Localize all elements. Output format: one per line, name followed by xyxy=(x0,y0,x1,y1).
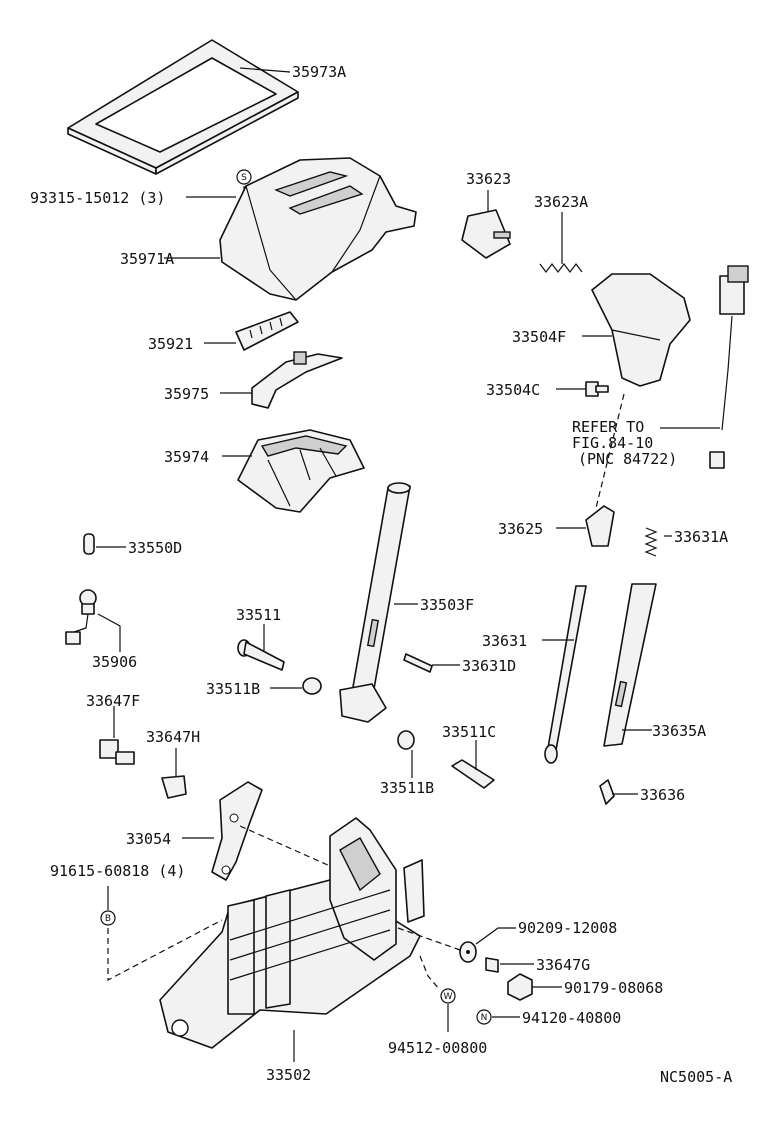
indicator-inner-housing xyxy=(237,429,365,513)
diagram-code: NC5005-A xyxy=(660,1068,732,1086)
shift-lever xyxy=(339,482,411,723)
indicator-panel-frame xyxy=(67,39,299,175)
label-33625: 33625 xyxy=(498,520,543,538)
label-93315: 93315-15012 (3) xyxy=(30,189,165,207)
indicator-plate xyxy=(235,311,299,351)
pin-part xyxy=(83,533,95,555)
note-refer-line2: FIG.84-10 xyxy=(572,434,653,452)
label-94120: 94120-40800 xyxy=(522,1009,621,1027)
rod-guide xyxy=(603,583,657,747)
svg-text:S: S xyxy=(241,173,247,183)
label-33647H: 33647H xyxy=(146,728,200,746)
label-90179: 90179-08068 xyxy=(564,979,663,997)
label-33623: 33623 xyxy=(466,170,511,188)
position-indicator-housing xyxy=(219,157,417,301)
washer-90209 xyxy=(459,941,477,963)
knob-button xyxy=(461,209,511,259)
knob-switch-wire xyxy=(709,265,749,469)
spring-33623A xyxy=(539,263,583,273)
label-33504C: 33504C xyxy=(486,381,540,399)
bolt-33511 xyxy=(237,639,285,671)
nut-90179 xyxy=(507,973,533,1001)
label-33511C: 33511C xyxy=(442,723,496,741)
label-35975: 35975 xyxy=(164,385,209,403)
svg-text:B: B xyxy=(105,914,111,924)
bolt-symbol-b: B xyxy=(100,910,116,926)
note-refer-line3: (PNC 84722) xyxy=(578,450,677,468)
label-91615: 91615-60818 (4) xyxy=(50,862,185,880)
label-35974: 35974 xyxy=(164,448,209,466)
collar-33511C xyxy=(451,759,495,789)
svg-text:W: W xyxy=(444,992,453,1002)
nut-symbol-n: N xyxy=(476,1009,492,1025)
label-33636: 33636 xyxy=(640,786,685,804)
washer-symbol-w: W xyxy=(440,988,456,1004)
screw-33504C xyxy=(585,381,609,397)
label-33511: 33511 xyxy=(236,606,281,624)
label-33635A: 33635A xyxy=(652,722,706,740)
label-33511B-lower: 33511B xyxy=(380,779,434,797)
slide-cover xyxy=(251,351,343,409)
bolt-33647F xyxy=(99,739,135,765)
label-33511B-upper: 33511B xyxy=(206,680,260,698)
label-33631: 33631 xyxy=(482,632,527,650)
svg-text:N: N xyxy=(481,1013,488,1023)
label-35973A: 35973A xyxy=(292,63,346,81)
label-33503F: 33503F xyxy=(420,596,474,614)
nut-33511B-lower xyxy=(397,730,415,750)
label-94512: 94512-00800 xyxy=(388,1039,487,1057)
release-button xyxy=(585,505,615,547)
nut-33647H xyxy=(161,775,187,799)
rod-33631 xyxy=(544,585,587,764)
bulb-socket xyxy=(65,589,97,645)
spring-33631A xyxy=(644,527,658,557)
label-33647G: 33647G xyxy=(536,956,590,974)
label-33631A: 33631A xyxy=(674,528,728,546)
bushing-33647G xyxy=(485,957,499,973)
shift-lever-base xyxy=(159,817,425,1049)
label-33623A: 33623A xyxy=(534,193,588,211)
label-33550D: 33550D xyxy=(128,539,182,557)
screw-symbol-s: S xyxy=(236,169,252,185)
label-35906: 35906 xyxy=(92,653,137,671)
label-35921: 35921 xyxy=(148,335,193,353)
label-33631D: 33631D xyxy=(462,657,516,675)
label-33054: 33054 xyxy=(126,830,171,848)
pin-33631D xyxy=(403,653,433,673)
clip-33636 xyxy=(599,779,615,805)
label-35971A: 35971A xyxy=(120,250,174,268)
bracket-33054 xyxy=(211,781,263,881)
label-33504F: 33504F xyxy=(512,328,566,346)
label-33647F: 33647F xyxy=(86,692,140,710)
label-33502: 33502 xyxy=(266,1066,311,1084)
shift-knob xyxy=(591,273,691,387)
label-90209: 90209-12008 xyxy=(518,919,617,937)
nut-33511B-upper xyxy=(302,677,322,695)
note-refer-line1: REFER TO xyxy=(572,418,644,436)
